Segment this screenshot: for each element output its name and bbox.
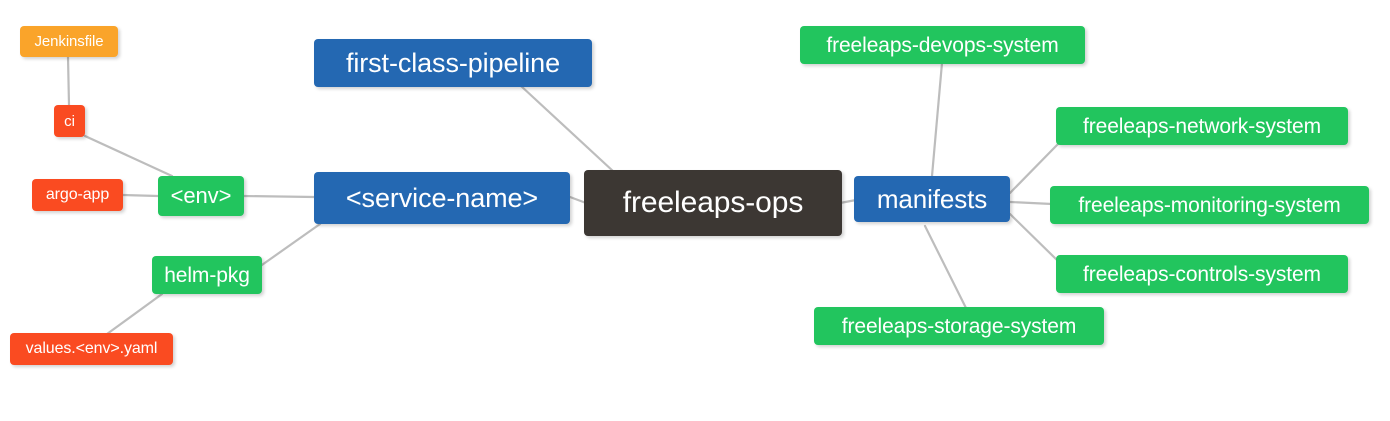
node-label-freeleaps-network-system: freeleaps-network-system [1082, 114, 1321, 138]
node-first-class-pipeline[interactable]: first-class-pipeline [314, 39, 592, 87]
node-ci[interactable]: ci [54, 105, 85, 137]
edge-service-name-env [241, 194, 316, 199]
node-label-manifests: manifests [876, 184, 988, 214]
node-argo-app[interactable]: argo-app [32, 179, 123, 211]
node-service-name[interactable]: <service-name> [314, 172, 570, 224]
node-freeleaps-controls-system[interactable]: freeleaps-controls-system [1056, 255, 1348, 293]
node-label-values-env-yaml: values.<env>.yaml [25, 340, 158, 357]
edge-env-ci [83, 134, 174, 178]
edge-manifests-network-system [1008, 142, 1060, 195]
node-label-first-class-pipeline: first-class-pipeline [345, 47, 561, 78]
node-freeleaps-monitoring-system[interactable]: freeleaps-monitoring-system [1050, 186, 1369, 224]
node-label-jenkinsfile: Jenkinsfile [34, 33, 104, 50]
node-label-env: <env> [170, 183, 232, 208]
node-label-freeleaps-controls-system: freeleaps-controls-system [1083, 262, 1321, 286]
edge-manifests-devops-system [930, 61, 944, 178]
edge-env-argo-app [121, 193, 160, 198]
node-freeleaps-storage-system[interactable]: freeleaps-storage-system [814, 307, 1104, 345]
node-freeleaps-ops[interactable]: freeleaps-ops [584, 170, 842, 236]
node-label-ci: ci [64, 112, 75, 130]
node-jenkinsfile[interactable]: Jenkinsfile [20, 26, 118, 57]
node-label-helm-pkg: helm-pkg [164, 263, 250, 287]
node-freeleaps-devops-system[interactable]: freeleaps-devops-system [800, 26, 1085, 64]
node-label-freeleaps-devops-system: freeleaps-devops-system [826, 33, 1059, 57]
edge-root-first-class-pipeline [519, 84, 616, 174]
edge-service-name-helm-pkg [250, 222, 322, 274]
node-env[interactable]: <env> [158, 176, 244, 216]
node-label-argo-app: argo-app [45, 186, 110, 203]
node-label-freeleaps-storage-system: freeleaps-storage-system [841, 314, 1077, 338]
node-freeleaps-network-system[interactable]: freeleaps-network-system [1056, 107, 1348, 145]
node-values-env-yaml[interactable]: values.<env>.yaml [10, 333, 173, 365]
node-label-service-name: <service-name> [345, 182, 539, 213]
edge-manifests-storage-system [923, 224, 969, 312]
node-helm-pkg[interactable]: helm-pkg [152, 256, 262, 294]
node-label-freeleaps-monitoring-system: freeleaps-monitoring-system [1078, 193, 1341, 217]
edge-helm-pkg-values-yaml [105, 292, 164, 336]
node-manifests[interactable]: manifests [854, 176, 1010, 222]
edge-manifests-monitoring-system [1008, 200, 1054, 206]
node-label-freeleaps-ops: freeleaps-ops [622, 186, 804, 219]
edge-ci-jenkinsfile [66, 55, 71, 107]
